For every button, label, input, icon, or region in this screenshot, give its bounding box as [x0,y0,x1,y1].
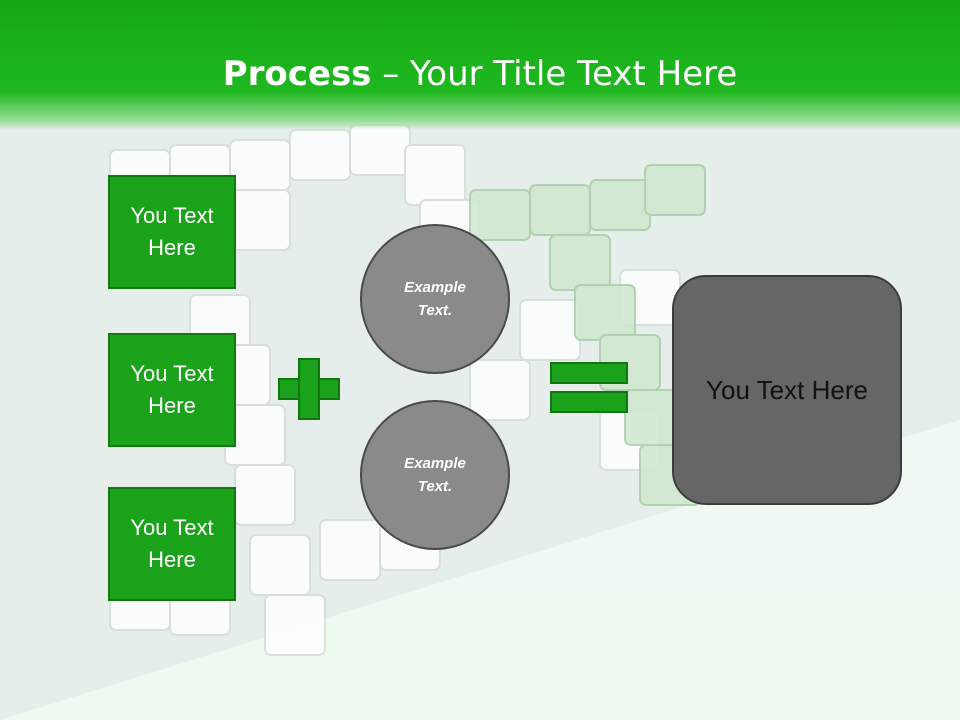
example-circle-1[interactable]: Example Text. [360,224,510,374]
slide-title: Process – Your Title Text Here [0,52,960,96]
text-box-3[interactable]: You Text Here [108,487,236,601]
title-bar: Process – Your Title Text Here [0,0,960,130]
example-circle-2[interactable]: Example Text. [360,400,510,550]
text-box-1[interactable]: You Text Here [108,175,236,289]
title-rest: – Your Title Text Here [371,54,738,94]
result-box[interactable]: You Text Here [672,275,902,505]
text-box-2[interactable]: You Text Here [108,333,236,447]
title-bold: Process [222,54,372,94]
